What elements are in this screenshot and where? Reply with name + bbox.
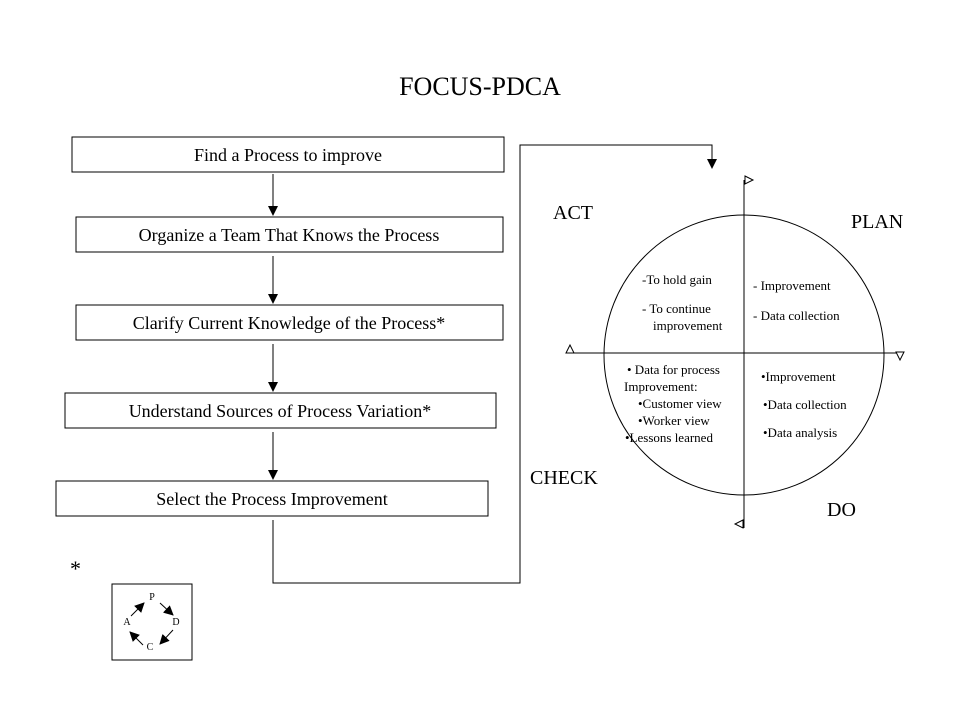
mini-label-a: A [123,617,131,628]
check-note: Improvement: [624,379,698,394]
mini-pdca-legend: P D C A [111,583,193,661]
step-find-label: Find a Process to improve [194,145,382,165]
check-note: •Lessons learned [625,430,713,445]
mini-label-c: C [147,642,154,653]
footnote-marker: * [70,556,81,581]
axis-bottom-arrow-icon [733,519,744,529]
act-notes: -To hold gain - To continue improvement [642,272,723,333]
step-select: Select the Process Improvement [55,480,489,517]
mini-label-d: D [172,617,179,628]
mini-arrow-p-to-d [159,602,174,616]
quadrant-label-do: DO [827,499,856,521]
check-note: •Customer view [638,396,722,411]
do-note: •Data analysis [763,425,837,440]
quadrant-label-check: CHECK [530,467,598,489]
step-organize: Organize a Team That Knows the Process [75,216,504,253]
step-understand-label: Understand Sources of Process Variation* [129,401,432,421]
step-clarify: Clarify Current Knowledge of the Process… [75,304,504,341]
axis-left-arrow-icon [565,343,575,354]
do-note: •Improvement [761,369,836,384]
plan-note: - Data collection [753,308,840,323]
quadrant-label-plan: PLAN [851,211,903,233]
connector-to-pdca [272,144,717,584]
do-note: •Data collection [763,397,847,412]
mini-pdca-box [111,583,193,661]
step-understand: Understand Sources of Process Variation* [64,392,497,429]
step-find: Find a Process to improve [71,136,505,173]
axis-right-arrow-icon [895,351,905,362]
mini-arrow-c-to-a [129,631,144,646]
plan-note: - Improvement [753,278,831,293]
check-note: • Data for process [627,362,720,377]
step-select-label: Select the Process Improvement [156,489,387,509]
mini-arrow-d-to-c [159,629,174,645]
step-organize-label: Organize a Team That Knows the Process [139,225,440,245]
act-note: improvement [653,318,723,333]
axis-top-arrow-icon [744,175,755,185]
page-title: FOCUS-PDCA [399,72,561,101]
step-clarify-label: Clarify Current Knowledge of the Process… [133,313,445,333]
plan-notes: - Improvement - Data collection [753,278,840,323]
do-notes: •Improvement •Data collection •Data anal… [761,369,847,440]
check-note: •Worker view [638,413,710,428]
check-notes: • Data for process Improvement: •Custome… [624,362,722,445]
act-note: - To continue [642,301,711,316]
mini-label-p: P [149,592,155,603]
mini-arrow-a-to-p [130,602,145,617]
act-note: -To hold gain [642,272,712,287]
quadrant-label-act: ACT [553,202,593,224]
